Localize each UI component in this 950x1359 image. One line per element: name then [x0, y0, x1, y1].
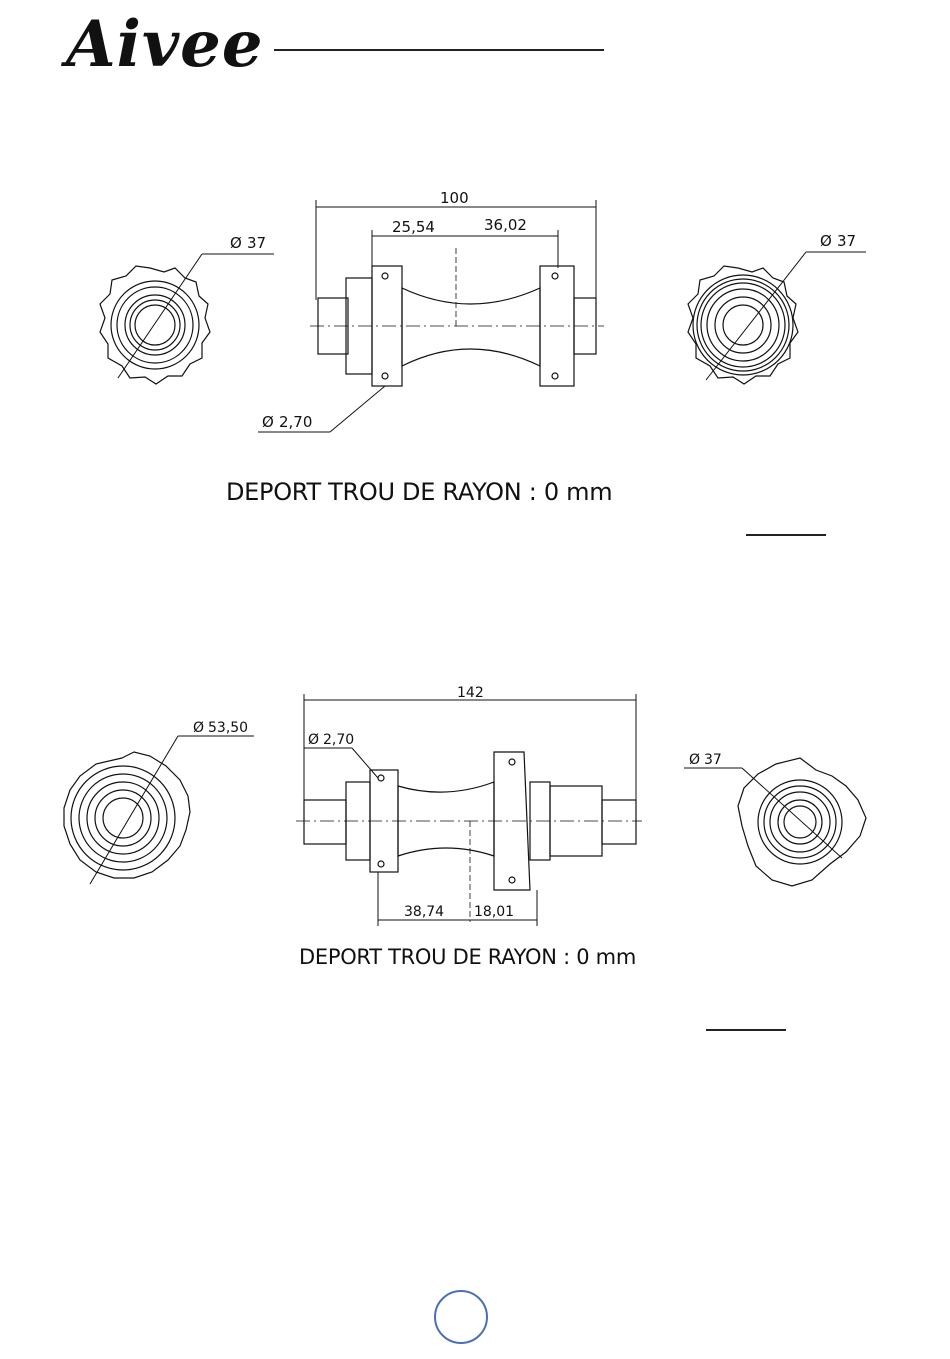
diameter-symbol: Ø [230, 234, 242, 252]
front-overall-length-label: 100 [440, 189, 469, 207]
front-spoke-hole-label: 2,70 [279, 413, 312, 431]
front-hub-drawing [100, 200, 866, 432]
rear-hub-drawing [64, 694, 866, 926]
diameter-symbol: Ø [820, 232, 832, 250]
diameter-symbol: Ø [689, 752, 700, 768]
front-hub-caption: DEPORT TROU DE RAYON : 0 mm [226, 478, 612, 506]
rear-hub-caption: DEPORT TROU DE RAYON : 0 mm [299, 945, 636, 969]
front-right-offset-label: 36,02 [484, 216, 527, 234]
front-short-rule [746, 534, 826, 536]
rear-spoke-hole-label: 2,70 [323, 732, 354, 748]
diameter-symbol: Ø [262, 413, 274, 431]
diameter-symbol: Ø [193, 720, 204, 736]
front-right-diameter-label: 37 [837, 232, 856, 250]
front-left-offset-label: 25,54 [392, 218, 435, 236]
rear-left-end-view [64, 752, 190, 878]
rear-left-diameter-label: 53,50 [208, 720, 248, 736]
rear-short-rule [706, 1029, 786, 1031]
front-hub-side-view [310, 248, 604, 386]
front-left-diameter-label: 37 [247, 234, 266, 252]
rear-overall-length-label: 142 [457, 685, 484, 701]
rear-right-diameter-label: 37 [704, 752, 722, 768]
rear-right-offset-label: 18,01 [474, 904, 514, 920]
front-left-end-view [100, 266, 210, 384]
rear-left-offset-label: 38,74 [404, 904, 444, 920]
rear-hub-side-view [296, 752, 642, 922]
page-number-circle [434, 1290, 488, 1344]
diameter-symbol: Ø [308, 732, 319, 748]
